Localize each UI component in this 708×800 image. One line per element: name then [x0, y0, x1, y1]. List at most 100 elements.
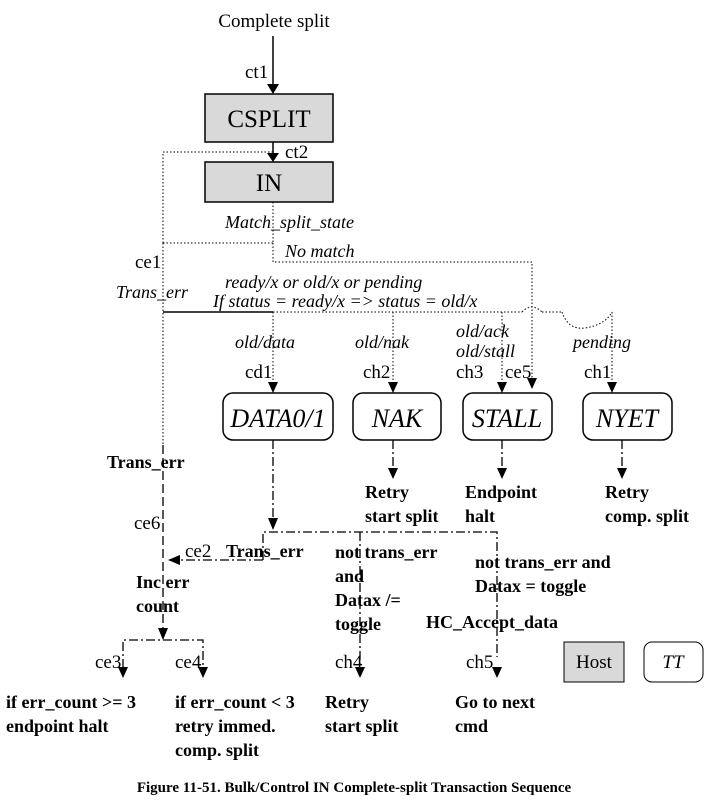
- action-labels: Retry start split Endpoint halt Retry co…: [6, 452, 689, 760]
- ch4-label: ch4: [335, 652, 363, 673]
- retry-line3: comp. split: [175, 740, 259, 760]
- ce3-arrowhead: [118, 667, 128, 678]
- halt-line2: endpoint halt: [6, 716, 109, 736]
- nak-action-line2: start split: [365, 506, 439, 526]
- ct1-label: ct1: [245, 62, 268, 83]
- ce6-label: ce6: [134, 513, 160, 534]
- not-trans-line3: Datax /=: [335, 590, 401, 610]
- retry-start-line1: Retry: [325, 692, 369, 712]
- nyet-arrowhead: [607, 382, 617, 393]
- host-states: CSPLIT IN: [204, 93, 334, 203]
- nyet-output-arrowhead: [617, 468, 627, 479]
- complete-split-label: Complete split: [218, 11, 330, 32]
- ch1-label: ch1: [584, 362, 611, 383]
- stall-action-line2: halt: [465, 506, 495, 526]
- ready-line1: ready/x or old/x or pending: [225, 272, 422, 292]
- ce2-label: ce2: [185, 541, 211, 562]
- trans-err-bold-label: Trans_err: [107, 452, 185, 472]
- legend-host-label: Host: [576, 652, 613, 673]
- data-label: DATA0/1: [229, 404, 325, 433]
- ct2-label: ct2: [285, 142, 308, 163]
- nak-box: [352, 392, 442, 441]
- nyet-box: [582, 392, 673, 441]
- in-label: IN: [256, 170, 282, 197]
- halt-line1: if err_count >= 3: [6, 692, 136, 712]
- bus-hop: [521, 306, 543, 313]
- accept-line1: not trans_err and: [475, 552, 611, 572]
- accept-line3: HC_Accept_data: [426, 612, 558, 632]
- csplit-box: [204, 93, 334, 143]
- entry-arrowhead: [267, 84, 279, 94]
- ce2-arrowhead: [168, 555, 180, 565]
- ch4-arrowhead: [355, 667, 365, 678]
- trans-err-italic-label: Trans_err: [116, 282, 189, 302]
- nak-action-line1: Retry: [365, 482, 409, 502]
- stall-label: STALL: [472, 404, 542, 433]
- not-trans-line2: and: [335, 566, 364, 586]
- not-trans-line1: not trans_err: [335, 542, 437, 562]
- accept-line2: Datax = toggle: [475, 576, 586, 596]
- ready-line2: If status = ready/x => status = old/x: [212, 291, 477, 311]
- ch5-arrowhead: [492, 667, 502, 678]
- ce4-label: ce4: [175, 652, 202, 673]
- connectors: [118, 36, 627, 678]
- nyet-action-line2: comp. split: [605, 506, 689, 526]
- bypass-dotted-line: [162, 151, 273, 243]
- stall-output-arrowhead: [497, 468, 507, 479]
- match-split-state-label: Match_split_state: [224, 212, 354, 232]
- no-match-line: [272, 243, 533, 380]
- condition-labels: Match_split_state No match ce1 ready/x o…: [116, 212, 631, 361]
- data-box: [222, 392, 334, 441]
- ce5-label: ce5: [505, 362, 531, 383]
- ch3-label: ch3: [456, 362, 483, 383]
- inc-err-line1: Inc err: [136, 572, 189, 592]
- in-box: [204, 161, 334, 203]
- inc-err-line2: count: [136, 596, 179, 616]
- old-data-label: old/data: [235, 332, 295, 352]
- retry-line2: retry immed.: [175, 716, 276, 736]
- stall-box: [462, 392, 553, 441]
- old-ack-label: old/ack: [456, 321, 510, 341]
- retry-line1: if err_count < 3: [175, 692, 295, 712]
- nak-arrowhead: [388, 382, 398, 393]
- ce1-label: ce1: [135, 252, 161, 273]
- pending-label: pending: [571, 332, 631, 352]
- transition-ids: cd1 ch2 ch3 ce5 ch1 ce6 ce2 ce3 ce4 ch4 …: [95, 362, 611, 673]
- nak-label: NAK: [371, 404, 424, 433]
- figure-caption: Figure 11-51. Bulk/Control IN Complete-s…: [137, 780, 572, 796]
- data-output-arrowhead: [268, 518, 278, 530]
- entry-labels: Complete split ct1 ct2: [218, 11, 330, 163]
- no-match-arrowhead: [527, 378, 537, 389]
- legend: Host TT: [563, 641, 704, 683]
- ch5-label: ch5: [466, 652, 493, 673]
- csplit-to-in-arrowhead: [267, 153, 279, 162]
- ce6-arrowhead: [158, 628, 168, 640]
- ce3-label: ce3: [95, 652, 121, 673]
- no-match-label: No match: [284, 241, 355, 261]
- outcome-bus: [262, 531, 498, 657]
- not-trans-line4: toggle: [335, 614, 381, 634]
- csplit-label: CSPLIT: [227, 106, 310, 133]
- next-cmd-line2: cmd: [455, 716, 488, 736]
- old-stall-label: old/stall: [456, 341, 515, 361]
- legend-tt-box: [643, 641, 704, 683]
- device-states: DATA0/1 NAK STALL NYET: [222, 392, 673, 441]
- legend-host-box: [563, 641, 625, 683]
- ch2-label: ch2: [363, 362, 390, 383]
- nyet-action-line1: Retry: [605, 482, 649, 502]
- err-split-line: [122, 639, 204, 668]
- nak-output-arrowhead: [388, 468, 398, 479]
- stall-arrowhead: [497, 382, 507, 393]
- nyet-label: NYET: [595, 404, 660, 433]
- trans-err-bold2-label: Trans_err: [226, 541, 304, 561]
- bus-curve: [561, 311, 613, 329]
- old-nak-label: old/nak: [355, 332, 410, 352]
- cd1-label: cd1: [245, 362, 272, 383]
- next-cmd-line1: Go to next: [455, 692, 535, 712]
- data-arrowhead: [268, 382, 278, 393]
- stall-action-line1: Endpoint: [465, 482, 537, 502]
- ce4-arrowhead: [198, 667, 208, 678]
- legend-tt-label: TT: [662, 652, 685, 673]
- retry-start-line2: start split: [325, 716, 399, 736]
